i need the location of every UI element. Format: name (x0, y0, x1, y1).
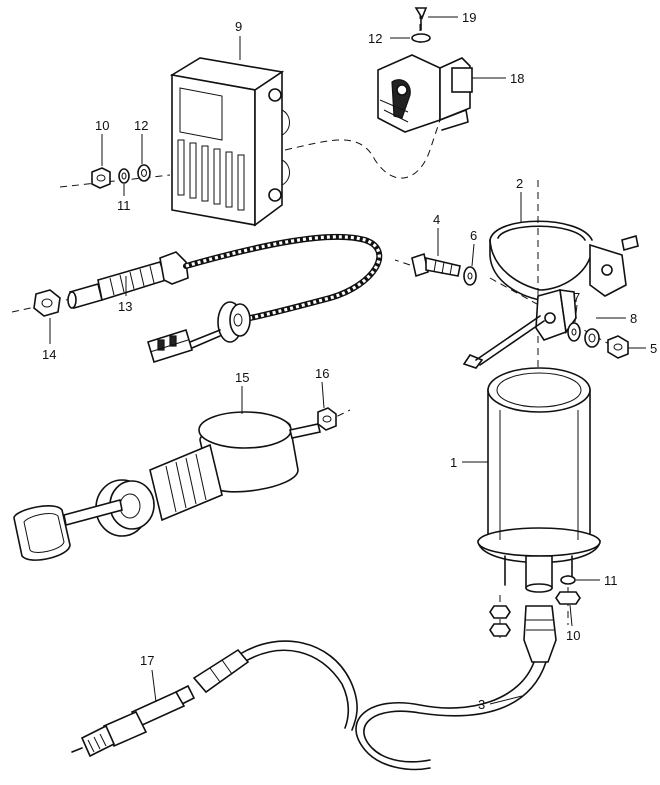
hex-nut-part-14 (33, 289, 61, 317)
hex-nut-part-5 (607, 335, 629, 359)
callout-11-left: 11 (117, 198, 131, 213)
washer-part-8 (584, 328, 600, 348)
clamp-bolt-long (462, 315, 545, 369)
washer-part-11-right (560, 575, 576, 585)
callout-7: 7 (573, 290, 580, 305)
callout-15: 15 (235, 370, 249, 385)
callout-labels: 9 19 12 18 10 12 11 2 4 6 13 14 7 8 5 15… (42, 10, 657, 712)
ignition-lock-part-15 (13, 411, 321, 561)
sensor-cable-part-13 (67, 233, 383, 364)
callout-18: 18 (510, 71, 524, 86)
callout-6: 6 (470, 228, 477, 243)
washer-part-7 (567, 322, 581, 342)
callout-12-left: 12 (134, 118, 148, 133)
callout-1: 1 (450, 455, 457, 470)
control-unit-module (169, 57, 290, 227)
callout-19: 19 (462, 10, 476, 25)
nut-part-16 (317, 407, 337, 431)
relay-switch-unit (377, 54, 473, 133)
callout-13: 13 (118, 299, 132, 314)
ignition-coil-part-1 (477, 367, 601, 593)
washer-part-12-upper (411, 33, 431, 43)
callout-12-upper: 12 (368, 31, 382, 46)
leader-lines (49, 16, 646, 705)
bolt-part-4 (411, 252, 461, 278)
pin-part-19 (414, 7, 428, 31)
coil-left-washers (489, 605, 511, 637)
callout-11-right: 11 (604, 573, 618, 588)
callout-14: 14 (42, 347, 56, 362)
callout-16: 16 (315, 366, 329, 381)
callout-10-left: 10 (95, 118, 109, 133)
callout-17: 17 (140, 653, 154, 668)
nut-washer-set-left (91, 164, 151, 189)
nut-part-10-right (555, 591, 581, 605)
callout-3: 3 (478, 697, 485, 712)
callout-8: 8 (630, 311, 637, 326)
spark-plug-part-17 (71, 684, 196, 758)
ht-lead-part-3 (192, 605, 557, 771)
callout-4: 4 (433, 212, 440, 227)
washer-part-6 (463, 266, 477, 286)
coil-clamp-bracket (489, 220, 639, 341)
callout-9: 9 (235, 19, 242, 34)
callout-2: 2 (516, 176, 523, 191)
callout-10-right: 10 (566, 628, 580, 643)
callout-5: 5 (650, 341, 657, 356)
